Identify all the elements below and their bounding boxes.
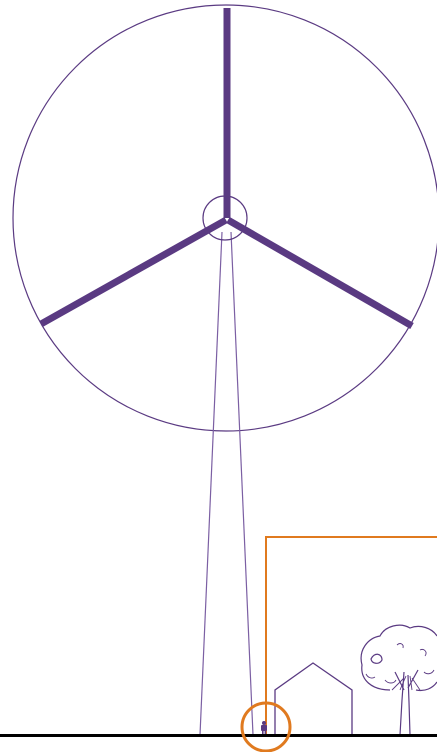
turbine-blades [41,8,412,326]
house-icon [275,663,352,735]
turbine-tower [200,232,253,735]
blade-left [41,220,226,324]
blade-right [228,220,412,326]
tree-icon [361,625,437,735]
